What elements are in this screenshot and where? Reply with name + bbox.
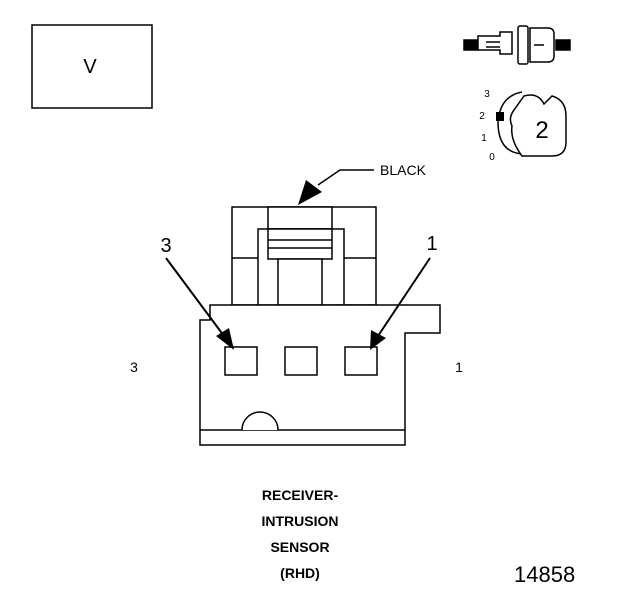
connector-latch (231, 206, 377, 306)
dial-tick-3: 3 (484, 89, 490, 100)
terminal-cavity-1 (344, 346, 378, 376)
terminal-cavity-3 (224, 346, 258, 376)
component-caption: RECEIVER- INTRUSION SENSOR (RHD) (200, 482, 400, 586)
callout-pin-1: 1 (426, 233, 437, 255)
pin-label-right: 1 (455, 359, 463, 375)
dial-tick-0: 0 (489, 152, 495, 163)
callout-1-arrowhead (370, 330, 386, 350)
color-leader-arrowhead (298, 180, 322, 205)
callout-1-arrow-line (377, 257, 431, 337)
caption-line-2: INTRUSION (261, 513, 339, 529)
figure-number: 14858 (514, 562, 576, 587)
callout-3-arrowhead (216, 328, 234, 350)
connector-icon (463, 25, 571, 65)
housing-keyway (241, 411, 279, 431)
caption-line-3: SENSOR (270, 539, 330, 555)
view-letter: V (83, 56, 97, 78)
caption-line-4: (RHD) (280, 565, 320, 581)
callout-3-arrow-line (165, 257, 225, 337)
view-box (31, 24, 153, 109)
connector-color-label: BLACK (380, 162, 427, 178)
dial-tick-2: 2 (479, 111, 485, 122)
terminal-cavity-2 (284, 346, 318, 376)
dial-tick-1: 1 (481, 133, 487, 144)
color-leader-line (317, 169, 374, 186)
dial-selected-value: 2 (535, 117, 548, 144)
position-dial: 3 2 1 0 2 (479, 89, 567, 163)
caption-line-1: RECEIVER- (261, 487, 339, 503)
pin-label-left: 3 (130, 359, 138, 375)
callout-pin-3: 3 (160, 235, 171, 257)
